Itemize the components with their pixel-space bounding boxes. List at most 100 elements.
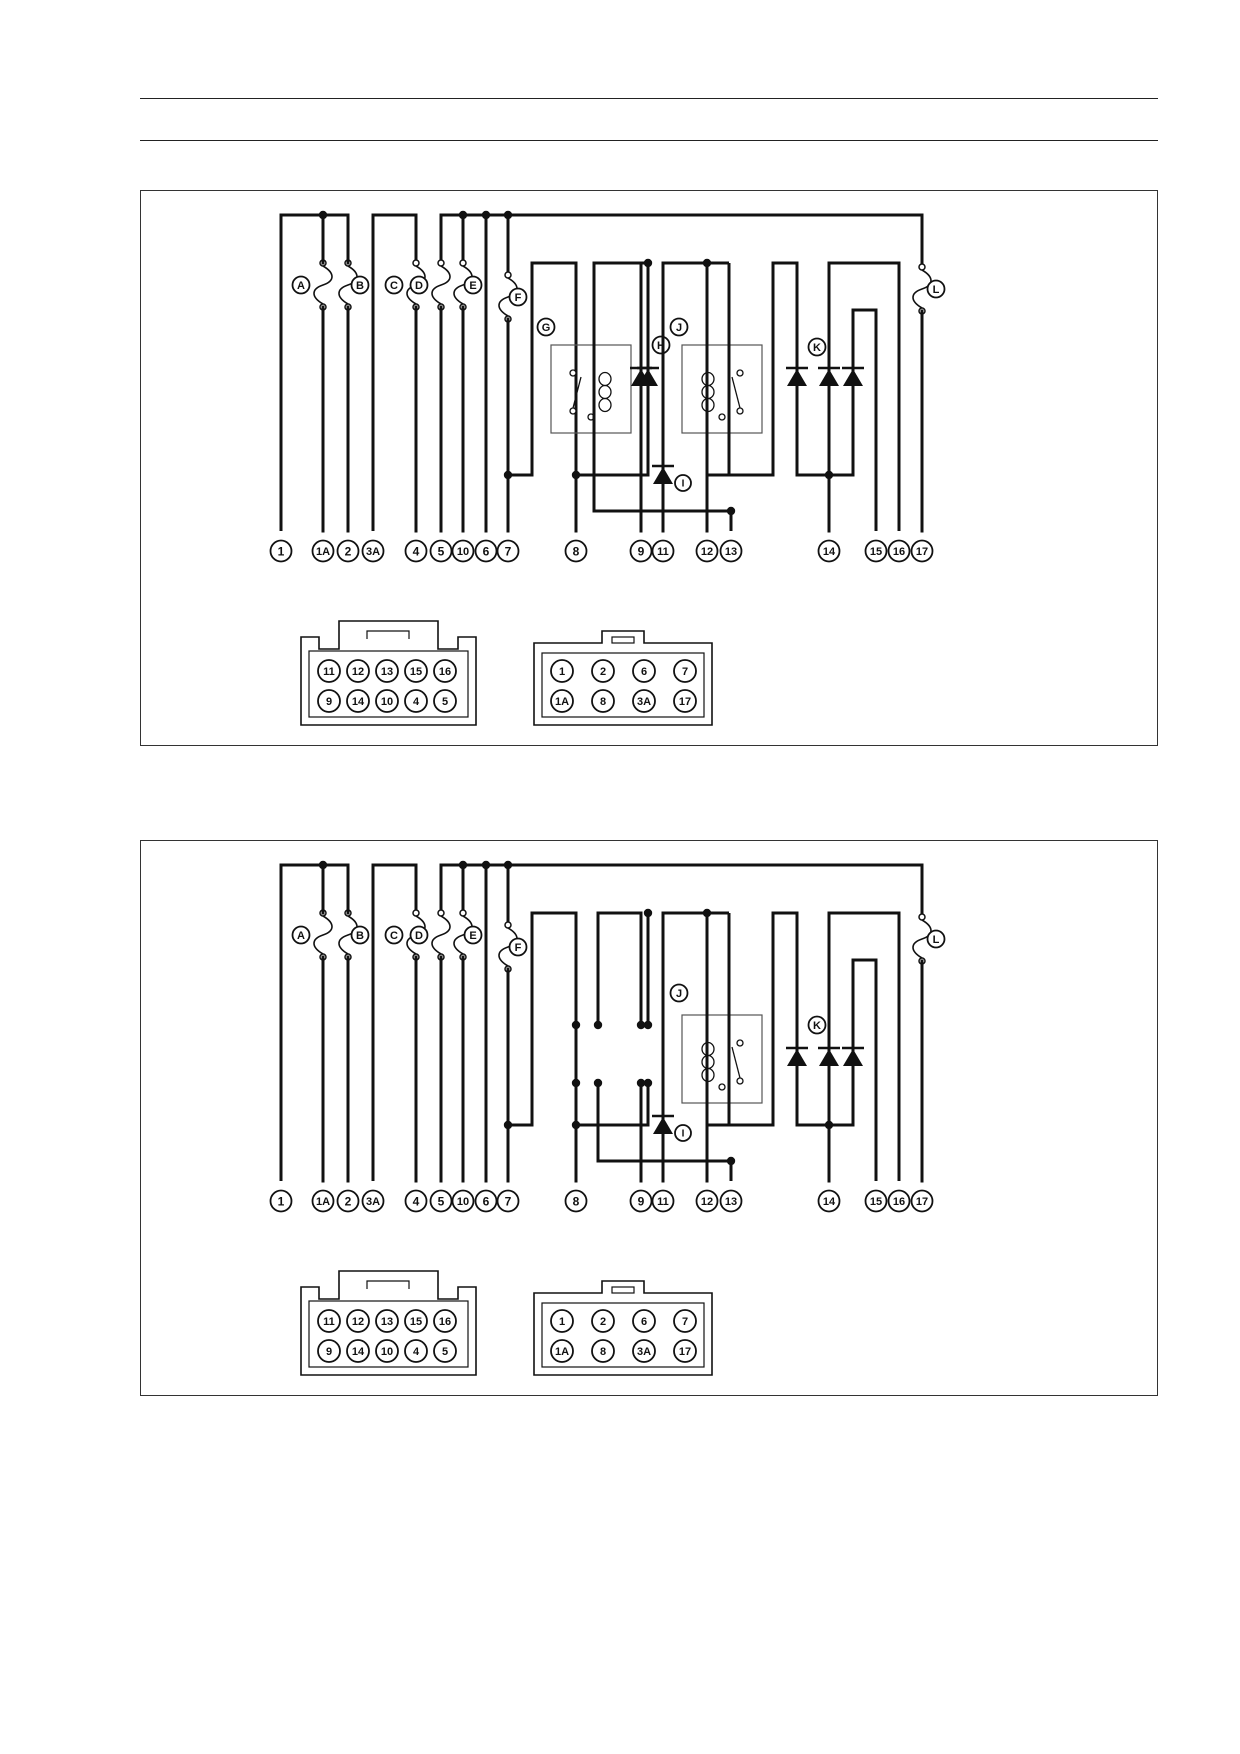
relay-contact: [736, 1039, 744, 1047]
fuse-label-b: B: [356, 280, 364, 292]
terminal-4: 4: [413, 1194, 420, 1208]
relay-g-internals: [569, 369, 612, 421]
wire-bus-ab: [279, 213, 350, 531]
terminal-7-ring: [496, 1189, 520, 1213]
fuse-label-c: C: [390, 280, 398, 292]
terminal-10: 10: [457, 546, 469, 558]
diode-k2: [819, 369, 839, 386]
terminal-5: 5: [438, 544, 445, 558]
connector-left-pin-14-ring: [346, 689, 370, 713]
junction-dot: [503, 470, 513, 480]
fuse-label-a-ring: [291, 275, 311, 295]
wire-bus-3a-d: [371, 213, 418, 531]
terminal-11-ring: [651, 539, 675, 563]
terminal-1: 1: [278, 1194, 285, 1208]
terminal-12-ring: [695, 1189, 719, 1213]
fuse-label-c-ring: [384, 275, 404, 295]
terminal-1a: 1A: [316, 546, 330, 558]
connector-right-pin-1: 1: [559, 666, 565, 678]
fuse-contact: [437, 909, 445, 917]
fuse-label-e: E: [469, 280, 476, 292]
fuse-contact: [504, 271, 512, 279]
terminal-4-ring: [404, 539, 428, 563]
terminal-8-ring: [564, 539, 588, 563]
wire-diodes-k: [707, 261, 853, 477]
terminal-1-ring: [269, 539, 293, 563]
terminal-1: 1: [278, 544, 285, 558]
fuse-label-a: A: [297, 930, 305, 942]
connector-left-pin-13-ring: [375, 1309, 399, 1333]
terminal-12: 12: [701, 546, 713, 558]
connector-right-pin-2: 2: [600, 666, 606, 678]
connector-right-pin-2-ring: [591, 659, 615, 683]
connector-left-pin-4: 4: [413, 696, 420, 708]
terminal-10: 10: [457, 1196, 469, 1208]
connector-left-pin-16: 16: [439, 666, 451, 678]
relay-j-housing: [681, 344, 763, 434]
junction-dot: [458, 860, 468, 870]
terminal-15: 15: [870, 1196, 882, 1208]
connector-left-pin-16-ring: [433, 659, 457, 683]
diode-k3: [843, 369, 863, 386]
connector-left-pin-4-ring: [404, 1339, 428, 1363]
connector-right-pin-6-ring: [632, 1309, 656, 1333]
wire-diodes-k: [707, 911, 853, 1127]
component-label-i-ring: [674, 1124, 692, 1142]
component-label-i: I: [682, 1129, 685, 1140]
header-rule-bottom: [140, 140, 1158, 141]
terminal-5: 5: [438, 1194, 445, 1208]
terminal-5-ring: [429, 1189, 453, 1213]
terminal-16-ring: [887, 539, 911, 563]
connector-left-pin-11-ring: [317, 1309, 341, 1333]
junction-dot: [726, 1156, 736, 1166]
component-label-k: K: [813, 342, 821, 354]
connector-right-pin-17: 17: [679, 1346, 691, 1358]
component-label-k-ring: [807, 337, 827, 357]
connector-left-pin-5-ring: [433, 689, 457, 713]
fuse-symbol: [912, 269, 932, 309]
terminal-9: 9: [638, 1194, 645, 1208]
connector-right-pin-2-ring: [591, 1309, 615, 1333]
connector-left-pin-10-ring: [375, 689, 399, 713]
terminal-15-ring: [864, 1189, 888, 1213]
connector-right-pin-1: 1: [559, 1316, 565, 1328]
terminal-13: 13: [725, 1196, 737, 1208]
terminal-10-ring: [451, 539, 475, 563]
connector-right-pin-1a: 1A: [555, 1346, 569, 1358]
diode-k1: [787, 1049, 807, 1066]
connector-right-pin-8-ring: [591, 689, 615, 713]
fuse-symbol: [313, 915, 333, 955]
terminal-9-ring: [629, 539, 653, 563]
terminal-2: 2: [345, 1194, 352, 1208]
fuse-label-d-ring: [409, 275, 429, 295]
terminal-16: 16: [893, 1196, 905, 1208]
connector-right-pin-7-ring: [673, 1309, 697, 1333]
terminal-4-ring: [404, 1189, 428, 1213]
diode-k2: [819, 1049, 839, 1066]
terminal-14-ring: [817, 539, 841, 563]
connector-right-pin-6: 6: [641, 1316, 647, 1328]
fuse-symbol: [912, 919, 932, 959]
relay-contact: [736, 369, 744, 377]
relay-g-housing: [550, 344, 632, 434]
component-label-h: H: [657, 340, 665, 352]
fuse-contact: [504, 921, 512, 929]
diode-i: [653, 1117, 673, 1134]
terminal-13-ring: [719, 539, 743, 563]
terminal-2-ring: [336, 539, 360, 563]
terminal-8-ring: [564, 1189, 588, 1213]
connector-right-pin-1a-ring: [550, 689, 574, 713]
connector-left-pin-14: 14: [352, 1346, 365, 1358]
fuse-label-f-ring: [508, 937, 528, 957]
relay-contact: [569, 369, 577, 377]
connector-left-pin-10: 10: [381, 696, 393, 708]
connector-right-pin-8: 8: [600, 696, 606, 708]
connector-left-pin-5: 5: [442, 1346, 448, 1358]
component-label-j: J: [676, 988, 682, 1000]
terminal-1a-ring: [311, 539, 335, 563]
fuse-symbol: [453, 915, 473, 955]
connector-left-pin-4: 4: [413, 1346, 420, 1358]
connector-left-inner: [308, 1300, 469, 1368]
connector-left-pin-13: 13: [381, 666, 393, 678]
wire-bus-ab: [279, 863, 350, 1181]
